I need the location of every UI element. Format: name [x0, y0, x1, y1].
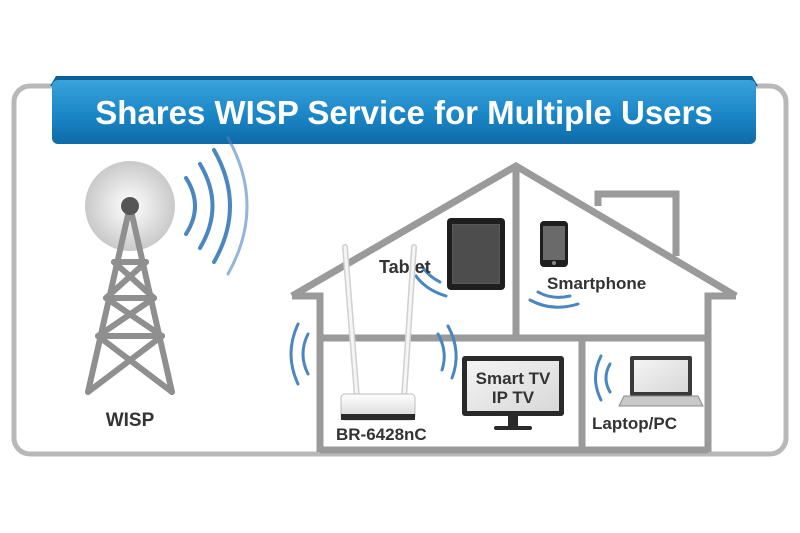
smart-tv-label: Smart TV [476, 369, 551, 388]
wisp-label: WISP [106, 410, 155, 431]
smartphone-signal-waves [528, 290, 580, 309]
smartphone-icon [540, 221, 568, 267]
router-signal-waves [289, 322, 458, 386]
tower-signal-waves [184, 136, 249, 276]
banner-title: Shares WISP Service for Multiple Users [95, 94, 712, 131]
laptop-icon [618, 356, 704, 407]
radio-tower-icon [85, 161, 175, 395]
smartphone-label: Smartphone [547, 274, 646, 293]
television-icon [462, 356, 564, 430]
laptop-label: Laptop/PC [592, 414, 677, 433]
tablet-signal-waves [414, 264, 448, 298]
wireless-router-icon [340, 244, 417, 421]
ip-tv-label: IP TV [492, 388, 535, 407]
tablet-icon [447, 218, 505, 290]
tablet-label: Tablet [379, 257, 431, 277]
router-label: BR-6428nC [336, 425, 427, 444]
house [290, 161, 738, 454]
title-banner: Shares WISP Service for Multiple Users [50, 76, 758, 144]
laptop-signal-waves [594, 354, 612, 402]
